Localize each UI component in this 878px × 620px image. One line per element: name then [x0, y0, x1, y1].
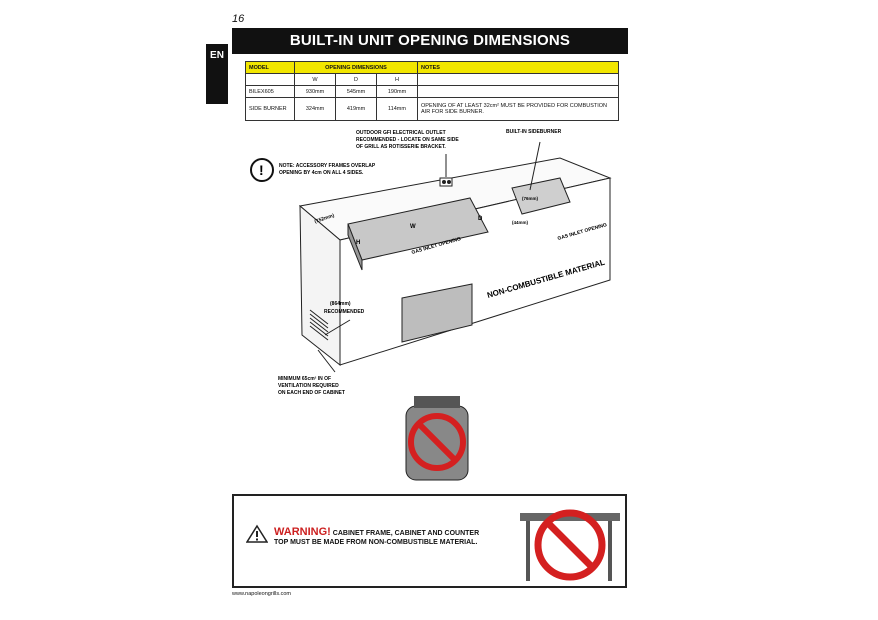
subheader-d: D [335, 73, 377, 86]
row-d: 545mm [335, 85, 377, 98]
dimensions-table: MODEL OPENING DIMENSIONS NOTES W D H BIL… [245, 61, 619, 121]
dim-44: (44mm) [512, 220, 529, 225]
warning-line2: TOP MUST BE MADE FROM NON-COMBUSTIBLE MA… [274, 539, 478, 546]
header-notes: NOTES [417, 61, 619, 74]
row-w: 930mm [294, 85, 336, 98]
accessory-note-line1: NOTE: ACCESSORY FRAMES OVERLAP [279, 163, 376, 169]
page-title: BUILT-IN UNIT OPENING DIMENSIONS [232, 28, 628, 54]
table-cell [245, 73, 295, 86]
page-number: 16 [232, 13, 245, 25]
row-model: BILEX605 [245, 85, 295, 98]
vent-note-line1: MINIMUM 65cm² IN OF [278, 376, 331, 382]
table-row: SIDE BURNER 324mm 419mm 114mm OPENING OF… [245, 97, 619, 121]
header-opening-dimensions: OPENING DIMENSIONS [294, 61, 418, 74]
table-row: BILEX605 930mm 545mm 190mm [245, 85, 619, 98]
prohibited-grill-icon [405, 396, 469, 481]
accessory-note-line2: OPENING BY 4cm ON ALL 4 SIDES. [279, 170, 364, 176]
language-tab: EN [206, 44, 228, 104]
cabinet-drawing [298, 141, 612, 373]
vent-note-line3: ON EACH END OF CABINET [278, 390, 345, 396]
outlet-note-line2: RECOMMENDED - LOCATE ON SAME SIDE [356, 137, 459, 143]
dim-864: (864mm) [330, 301, 351, 307]
recommended-label: RECOMMENDED [324, 309, 365, 315]
vent-note-line2: VENTILATION REQUIRED [278, 383, 339, 389]
warning-word: WARNING! [274, 526, 331, 538]
row-d: 419mm [335, 97, 377, 121]
row-h: 114mm [376, 97, 418, 121]
outlet-note-line1: OUTDOOR GFI ELECTRICAL OUTLET [356, 130, 446, 136]
letter-h: H [356, 240, 360, 246]
outlet-note-line3: OF GRILL AS ROTISSERIE BRACKET. [356, 144, 446, 150]
exclaim-mark: ! [259, 162, 264, 178]
letter-d: D [478, 216, 483, 222]
table-cell [417, 73, 619, 86]
row-h: 190mm [376, 85, 418, 98]
row-model: SIDE BURNER [245, 97, 295, 121]
row-notes [417, 85, 619, 98]
header-model: MODEL [245, 61, 295, 74]
warning-triangle-icon [246, 524, 268, 543]
subheader-w: W [294, 73, 336, 86]
warning-line1: CABINET FRAME, CABINET AND COUNTER [330, 530, 480, 537]
row-notes: OPENING OF AT LEAST 32cm² MUST BE PROVID… [417, 97, 619, 121]
dim-76: (76mm) [522, 196, 539, 201]
website-url[interactable]: www.napoleongrills.com [232, 591, 291, 597]
letter-w: W [410, 224, 416, 230]
subheader-h: H [376, 73, 418, 86]
cabinet-diagram: W D H OUTDOOR GFI ELECTRICAL OUTLET RECO… [250, 129, 612, 481]
warning-text: WARNING! CABINET FRAME, CABINET AND COUN… [274, 526, 514, 547]
warning-icon [250, 158, 274, 182]
prohibited-cabinet-icon [520, 509, 620, 581]
row-w: 324mm [294, 97, 336, 121]
sideburner-label: BUILT-IN SIDEBURNER [506, 129, 562, 135]
